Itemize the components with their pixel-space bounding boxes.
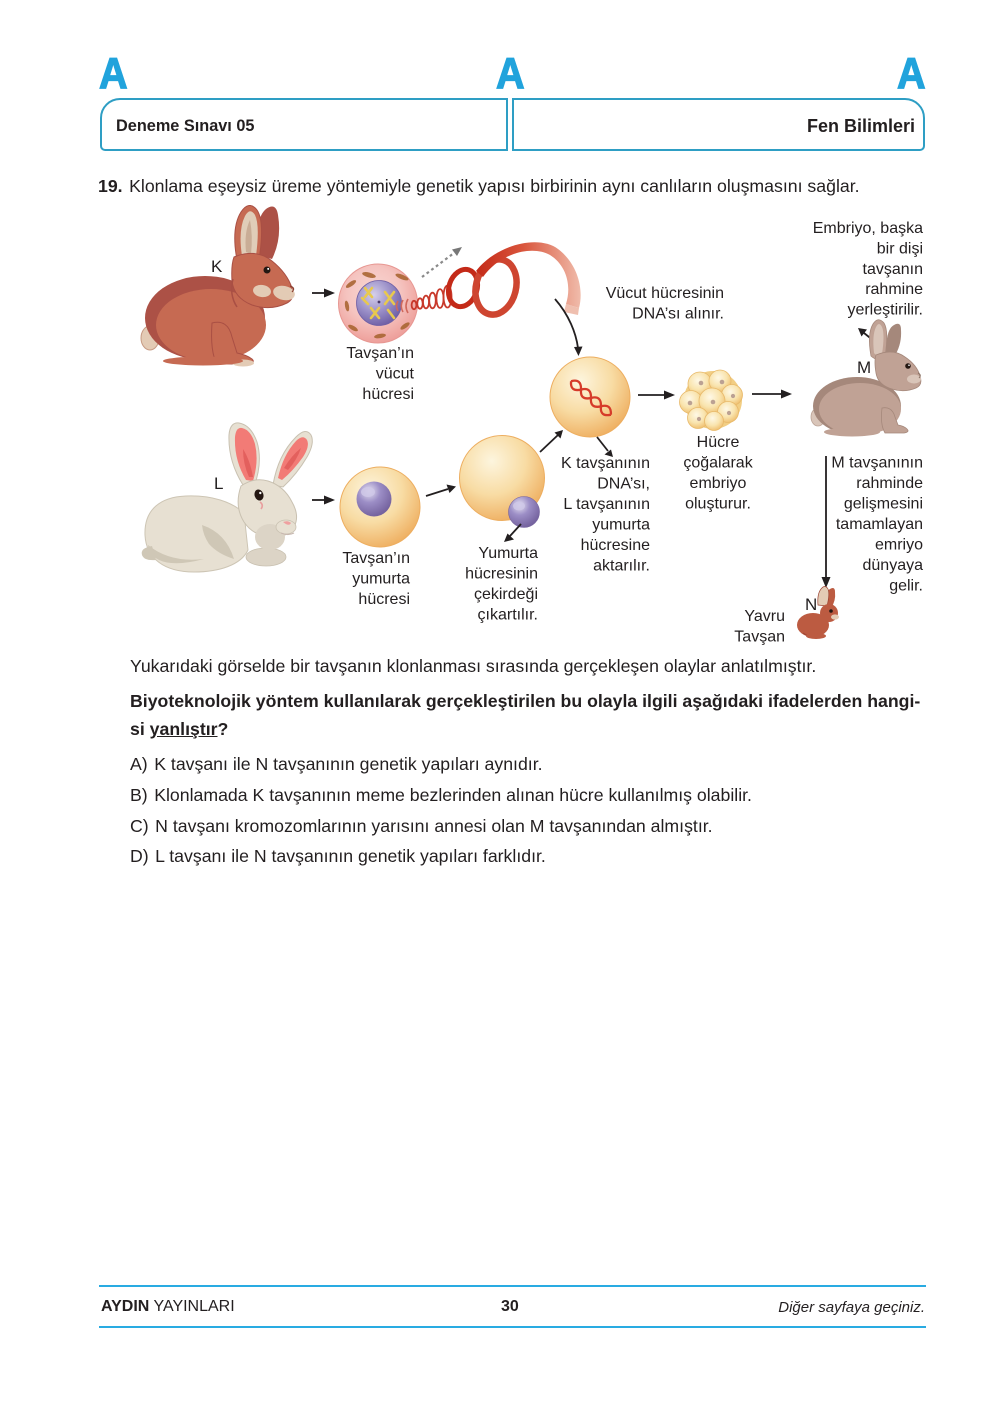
svg-text:Tavşan’ın: Tavşan’ın [342, 550, 410, 567]
svg-text:çoğalarak: çoğalarak [683, 455, 753, 472]
svg-text:gelişmesini: gelişmesini [844, 496, 923, 513]
svg-text:embriyo: embriyo [690, 475, 747, 492]
svg-text:hücresine: hücresine [581, 537, 650, 554]
svg-text:emriyo: emriyo [875, 537, 923, 554]
svg-text:yumurta: yumurta [352, 571, 410, 588]
svg-text:hücresi: hücresi [358, 591, 410, 608]
svg-text:Hücre: Hücre [697, 434, 740, 451]
svg-text:tamamlayan: tamamlayan [836, 516, 923, 533]
svg-text:bir dişi: bir dişi [877, 241, 923, 258]
svg-text:çıkartılır.: çıkartılır. [478, 607, 538, 624]
svg-text:Yumurta: Yumurta [478, 545, 538, 562]
svg-text:Tavşan: Tavşan [734, 629, 785, 646]
svg-text:hücresinin: hücresinin [465, 566, 538, 583]
svg-text:K tavşanının: K tavşanının [561, 455, 650, 472]
svg-text:Yavru: Yavru [744, 608, 785, 625]
svg-text:DNA’sı,: DNA’sı, [597, 476, 650, 493]
svg-text:Tavşan’ın: Tavşan’ın [346, 345, 414, 362]
svg-text:M tavşanının: M tavşanının [831, 455, 923, 472]
svg-text:yerleştirilir.: yerleştirilir. [847, 302, 923, 319]
svg-text:L: L [214, 474, 223, 493]
svg-text:dünyaya: dünyaya [863, 557, 924, 574]
svg-text:DNA’sı alınır.: DNA’sı alınır. [632, 306, 724, 323]
svg-text:rahminde: rahminde [856, 475, 923, 492]
svg-text:yumurta: yumurta [592, 517, 650, 534]
svg-text:M: M [857, 358, 871, 377]
svg-text:vücut: vücut [376, 366, 415, 383]
svg-text:oluşturur.: oluşturur. [685, 496, 751, 513]
svg-text:çekirdeği: çekirdeği [474, 586, 538, 603]
svg-text:hücresi: hücresi [362, 386, 414, 403]
svg-text:aktarılır.: aktarılır. [593, 558, 650, 575]
svg-text:Vücut hücresinin: Vücut hücresinin [606, 285, 724, 302]
svg-text:tavşanın: tavşanın [863, 261, 923, 278]
svg-text:K: K [211, 257, 223, 276]
svg-text:rahmine: rahmine [865, 281, 923, 298]
svg-text:Embriyo, başka: Embriyo, başka [813, 220, 923, 237]
svg-text:L tavşanının: L tavşanının [563, 496, 650, 513]
svg-text:gelir.: gelir. [889, 578, 923, 595]
svg-text:N: N [805, 595, 817, 614]
